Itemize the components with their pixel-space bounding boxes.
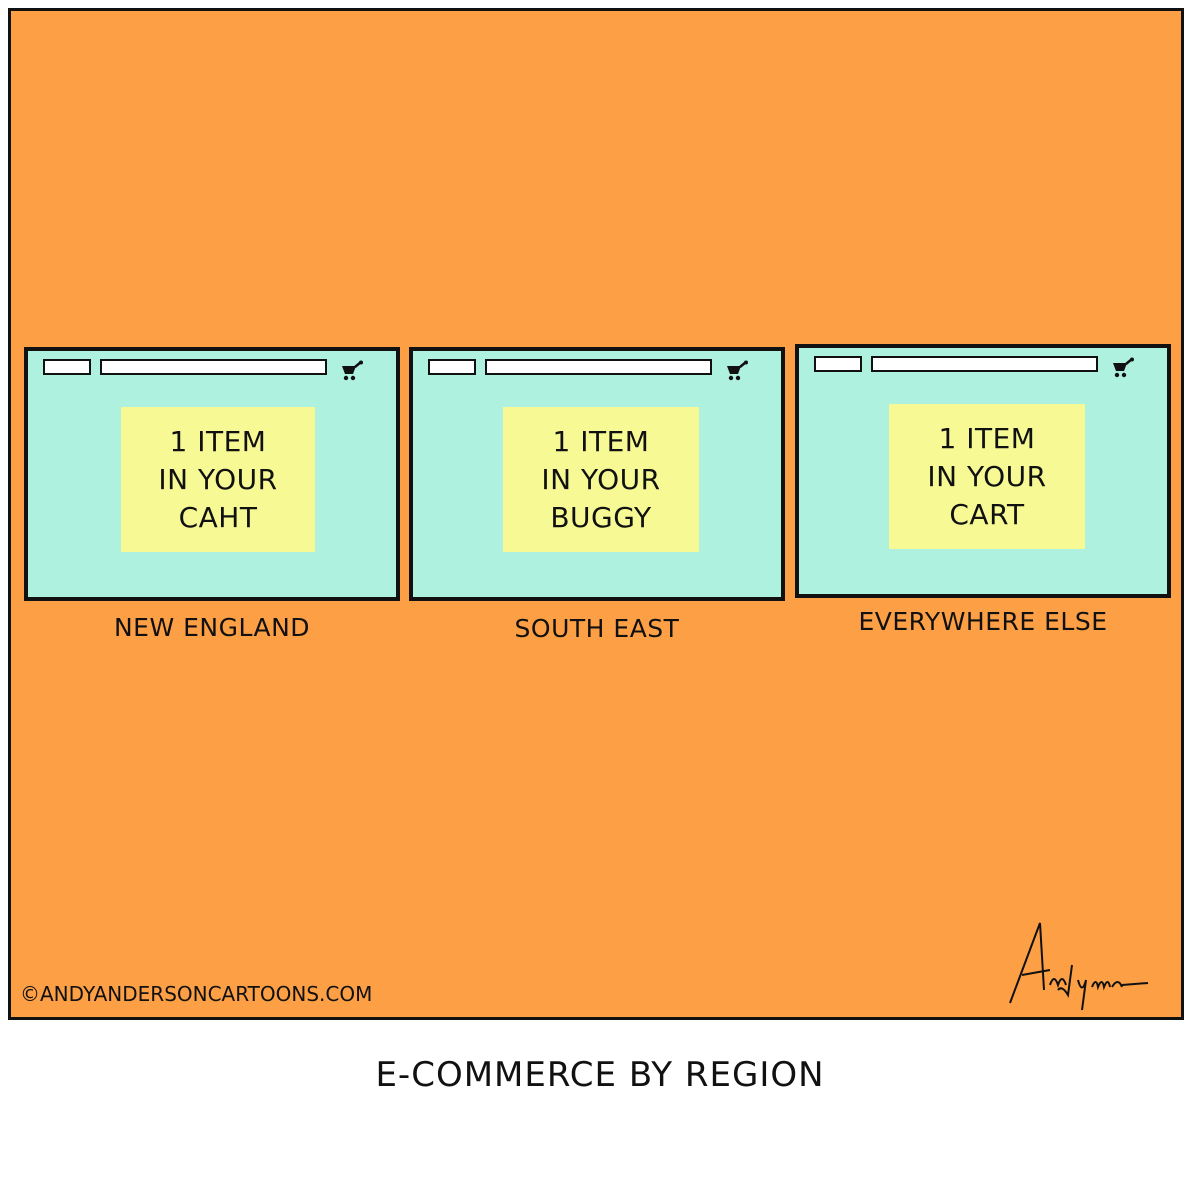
tab-box [814, 356, 862, 372]
cart-message-note: 1 ITEM IN YOUR CART [889, 404, 1085, 549]
note-line: BUGGY [550, 500, 652, 534]
note-line: IN YOUR [541, 462, 661, 496]
note-line: 1 ITEM [552, 424, 650, 458]
browser-window-new-england: 1 ITEM IN YOUR CAHT [24, 347, 400, 601]
note-line: CAHT [178, 500, 258, 534]
note-line: CART [949, 497, 1025, 531]
tab-box [43, 359, 91, 375]
artist-signature [1009, 922, 1149, 1011]
note-line: 1 ITEM [169, 424, 267, 458]
address-bar [871, 356, 1098, 372]
shopping-cart-icon [727, 360, 748, 381]
region-label: SOUTH EAST [514, 614, 680, 643]
shopping-cart-icon [1113, 357, 1134, 378]
cartoon-caption: E-COMMERCE BY REGION [375, 1055, 825, 1095]
note-line: IN YOUR [927, 459, 1047, 493]
shopping-cart-icon [342, 360, 363, 381]
region-label: NEW ENGLAND [113, 613, 311, 642]
address-bar [100, 359, 327, 375]
cart-message-note: 1 ITEM IN YOUR CAHT [121, 407, 315, 552]
browser-window-south-east: 1 ITEM IN YOUR BUGGY [409, 347, 785, 601]
tab-box [428, 359, 476, 375]
note-line: IN YOUR [158, 462, 278, 496]
copyright-text: ©ANDYANDERSONCARTOONS.COM [20, 982, 373, 1006]
region-label: EVERYWHERE ELSE [858, 607, 1108, 636]
browser-window-everywhere-else: 1 ITEM IN YOUR CART [795, 344, 1171, 598]
note-line: 1 ITEM [938, 421, 1036, 455]
cart-message-note: 1 ITEM IN YOUR BUGGY [503, 407, 699, 552]
address-bar [485, 359, 712, 375]
